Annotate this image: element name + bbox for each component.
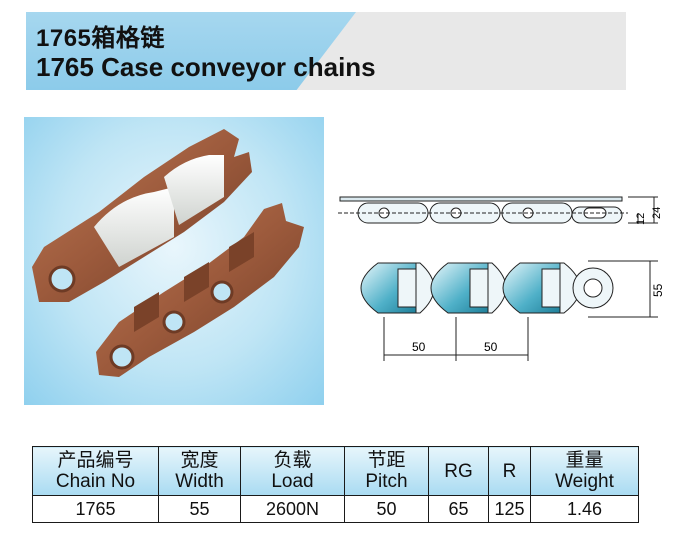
header-en: Width (175, 471, 224, 492)
header-chain-no: 产品编号 Chain No (32, 446, 159, 496)
title-chinese: 1765箱格链 (36, 25, 165, 52)
header-en: Weight (555, 471, 614, 492)
dim-55-label: 55 (651, 283, 665, 297)
header-cn: 节距 (367, 450, 406, 471)
header-en: R (502, 460, 517, 482)
technical-drawing: 12 24 55 50 50 (338, 183, 668, 373)
chain-illustration (32, 129, 304, 377)
dim-pitch-label-2: 50 (484, 340, 498, 354)
dim-pitch-label-1: 50 (412, 340, 426, 354)
title-english: 1765 Case conveyor chains (36, 52, 376, 82)
cell-chain-no: 1765 (32, 495, 159, 523)
header-en: Chain No (55, 471, 136, 492)
dim-24-label: 24 (651, 207, 663, 219)
drawing-svg: 12 24 55 50 50 (338, 196, 665, 361)
header-pitch: 节距 Pitch (344, 446, 429, 496)
header-cn: 产品编号 (57, 450, 134, 471)
header-cn: 负载 (273, 450, 312, 471)
header-cn: 重量 (565, 450, 604, 471)
cell-r: 125 (488, 495, 531, 523)
cell-pitch: 50 (344, 495, 429, 523)
product-photo (24, 117, 324, 405)
title-banner: 1765箱格链 1765 Case conveyor chains (26, 12, 626, 90)
header-width: 宽度 Width (158, 446, 241, 496)
header-rg: RG (428, 446, 489, 496)
cell-weight: 1.46 (530, 495, 639, 523)
spec-table: 产品编号 Chain No 宽度 Width 负载 Load 节距 Pitch … (32, 446, 639, 523)
top-view (360, 260, 658, 361)
lower-chain-link (96, 203, 304, 377)
cell-width: 55 (158, 495, 241, 523)
upper-chain-link (32, 129, 252, 302)
header-en: Pitch (365, 471, 408, 492)
header-en: Load (271, 471, 314, 492)
header-r: R (488, 446, 531, 496)
header-cn: 宽度 (180, 450, 219, 471)
header-weight: 重量 Weight (530, 446, 639, 496)
table-row: 1765 55 2600N 50 65 125 1.46 (32, 495, 639, 523)
cell-rg: 65 (428, 495, 489, 523)
cell-load: 2600N (240, 495, 345, 523)
header-en: RG (444, 460, 473, 482)
side-view (338, 196, 658, 224)
banner-blue-band (26, 12, 356, 90)
table-header-row: 产品编号 Chain No 宽度 Width 负载 Load 节距 Pitch … (32, 446, 639, 496)
header-load: 负载 Load (240, 446, 345, 496)
dim-12-label: 12 (635, 213, 647, 225)
